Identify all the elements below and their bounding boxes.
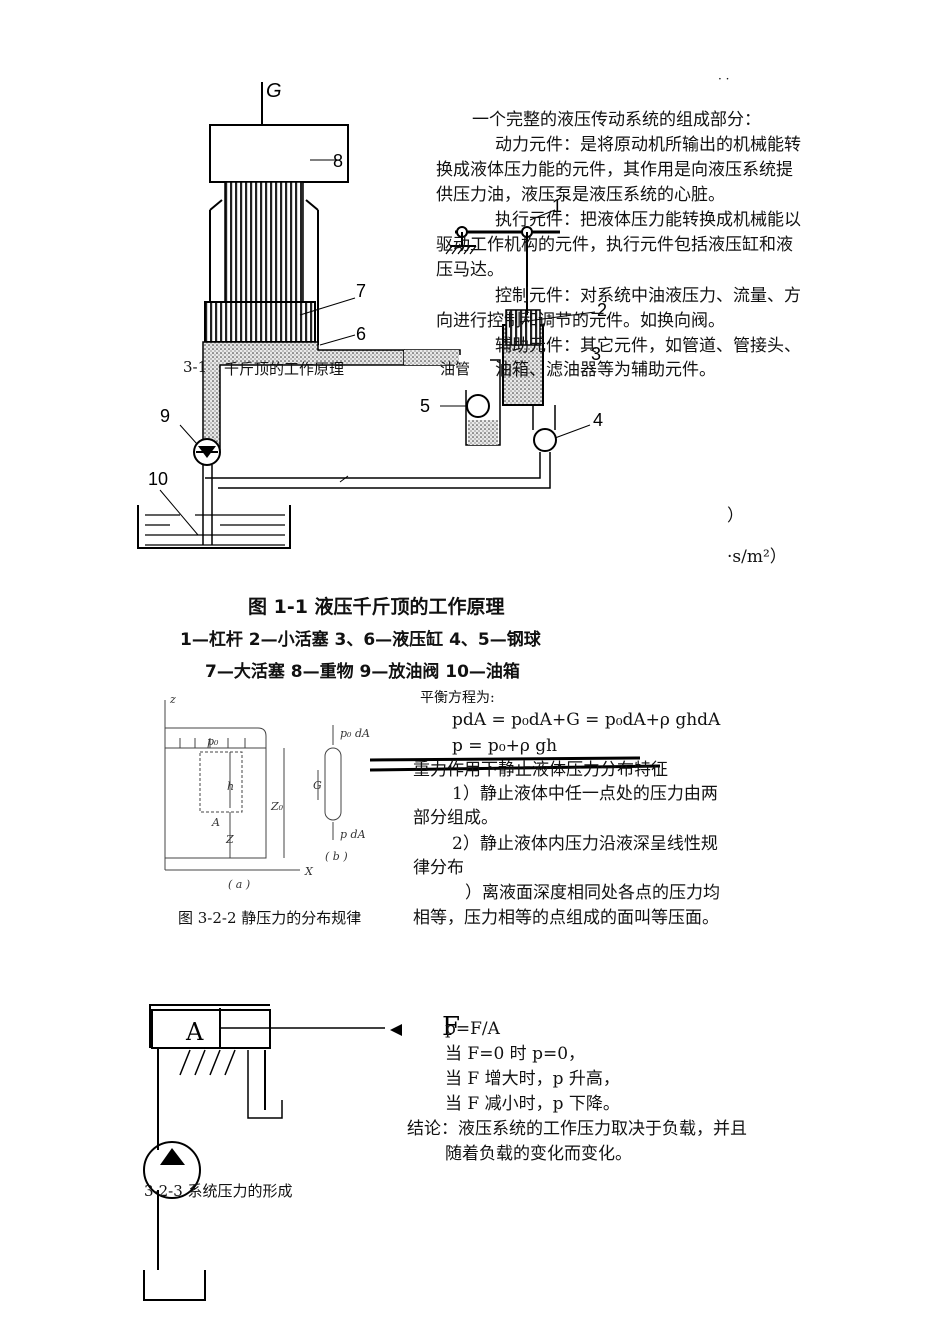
auxiliary-element-line2: 油箱、滤油器等为辅助元件。 — [495, 360, 716, 380]
svg-text:Z₀: Z₀ — [270, 800, 284, 813]
svg-text:p dA: p dA — [340, 828, 366, 841]
svg-text:h: h — [227, 780, 234, 793]
label-G: G — [266, 80, 282, 102]
top-dots: · · — [718, 72, 730, 86]
feature-2-line2: 律分布 — [413, 858, 464, 878]
control-element-line1: 控制元件：对系统中油液压力、流量、方 — [495, 286, 801, 306]
balance-equation-label: 平衡方程为: — [420, 690, 495, 706]
feature-3-line1: ）离液面深度相同处各点的压力均 — [465, 883, 720, 903]
svg-text:Z: Z — [225, 833, 234, 846]
control-element-line2: 向进行控制和调节的元件。如换向阀。 — [436, 311, 725, 331]
power-element-line1: 动力元件：是将原动机所输出的机械能转 — [495, 135, 801, 155]
figure-1-1-legend-line2: 7—大活塞 8—重物 9—放油阀 10—油箱 — [205, 662, 520, 682]
power-element-line3: 供压力油，液压泵是液压系统的心脏。 — [436, 185, 725, 205]
overlay-caption-num: 3-1 — [183, 358, 208, 376]
case-f-zero: 当 F=0 时 p=0， — [445, 1044, 586, 1064]
actuator-line1: 执行元件：把液体压力能转换成机械能以 — [495, 210, 801, 230]
pressure-equation: p=F/A — [445, 1019, 500, 1039]
conclusion-line1: 结论：液压系统的工作压力取决于负载，并且 — [407, 1119, 747, 1139]
paren-fragment: ） — [727, 506, 744, 526]
label-A: A — [185, 1018, 204, 1046]
svg-text:5: 5 — [420, 396, 430, 416]
features-title: 重力作用下静止液体压力分布特征 — [413, 760, 668, 780]
svg-text:( b ): ( b ) — [325, 850, 348, 863]
figure-1-1-legend-line1: 1—杠杆 2—小活塞 3、6—液压缸 4、5—钢球 — [180, 630, 541, 650]
overlay-caption-oil: 油管 — [440, 360, 471, 378]
feature-1-line2: 部分组成。 — [413, 808, 498, 828]
equation-1: pdA = p₀dA+G = p₀dA+ρ ghdA — [452, 710, 721, 730]
components-heading: 一个完整的液压传动系统的组成部分： — [472, 110, 761, 130]
weight-block — [209, 124, 349, 183]
svg-text:G: G — [313, 779, 322, 792]
svg-text:7: 7 — [356, 281, 366, 301]
figure-3-2-2-caption: 图 3-2-2 静压力的分布规律 — [178, 909, 362, 927]
figure-1-1-title: 图 1-1 液压千斤顶的工作原理 — [248, 596, 505, 618]
svg-text:z: z — [169, 693, 176, 706]
svg-text:4: 4 — [593, 410, 603, 430]
case-f-decrease: 当 F 减小时，p 下降。 — [445, 1094, 620, 1114]
equation-2: p = p₀+ρ gh — [452, 736, 558, 756]
svg-text:p₀ dA: p₀ dA — [340, 727, 370, 740]
conclusion-line2: 随着负载的变化而变化。 — [445, 1144, 632, 1164]
overlay-caption: 千斤顶的工作原理 — [224, 360, 345, 378]
svg-text:3: 3 — [591, 344, 601, 364]
actuator-line2: 驱动工作机构的元件，执行元件包括液压缸和液 — [436, 235, 793, 255]
actuator-line3: 压马达。 — [436, 260, 504, 280]
feature-1-line1: 1）静止液体中任一点处的压力由两 — [452, 784, 718, 804]
svg-text:X: X — [304, 865, 314, 878]
power-element-line2: 换成液体压力能的元件，其作用是向液压系统提 — [436, 160, 793, 180]
svg-text:6: 6 — [356, 324, 366, 344]
svg-text:9: 9 — [160, 406, 170, 426]
svg-text:8: 8 — [333, 151, 343, 171]
unit-fragment: ·s/m²） — [727, 547, 787, 567]
auxiliary-element-line1: 辅助元件：其它元件，如管道、管接头、 — [495, 336, 801, 356]
svg-text:10: 10 — [148, 469, 168, 489]
svg-text:2: 2 — [597, 300, 607, 320]
feature-3-line2: 相等，压力相等的点组成的面叫等压面。 — [413, 908, 719, 928]
svg-text:p₀: p₀ — [207, 735, 219, 748]
svg-text:( a ): ( a ) — [228, 878, 250, 891]
case-f-increase: 当 F 增大时，p 升高， — [445, 1069, 620, 1089]
figure-3-2-3-caption: 3-2-3 系统压力的形成 — [144, 1182, 293, 1200]
feature-2-line1: 2）静止液体内压力沿液深呈线性规 — [452, 834, 718, 854]
label-F: F — [442, 1012, 460, 1042]
svg-text:1: 1 — [552, 196, 562, 216]
svg-text:A: A — [211, 816, 220, 829]
